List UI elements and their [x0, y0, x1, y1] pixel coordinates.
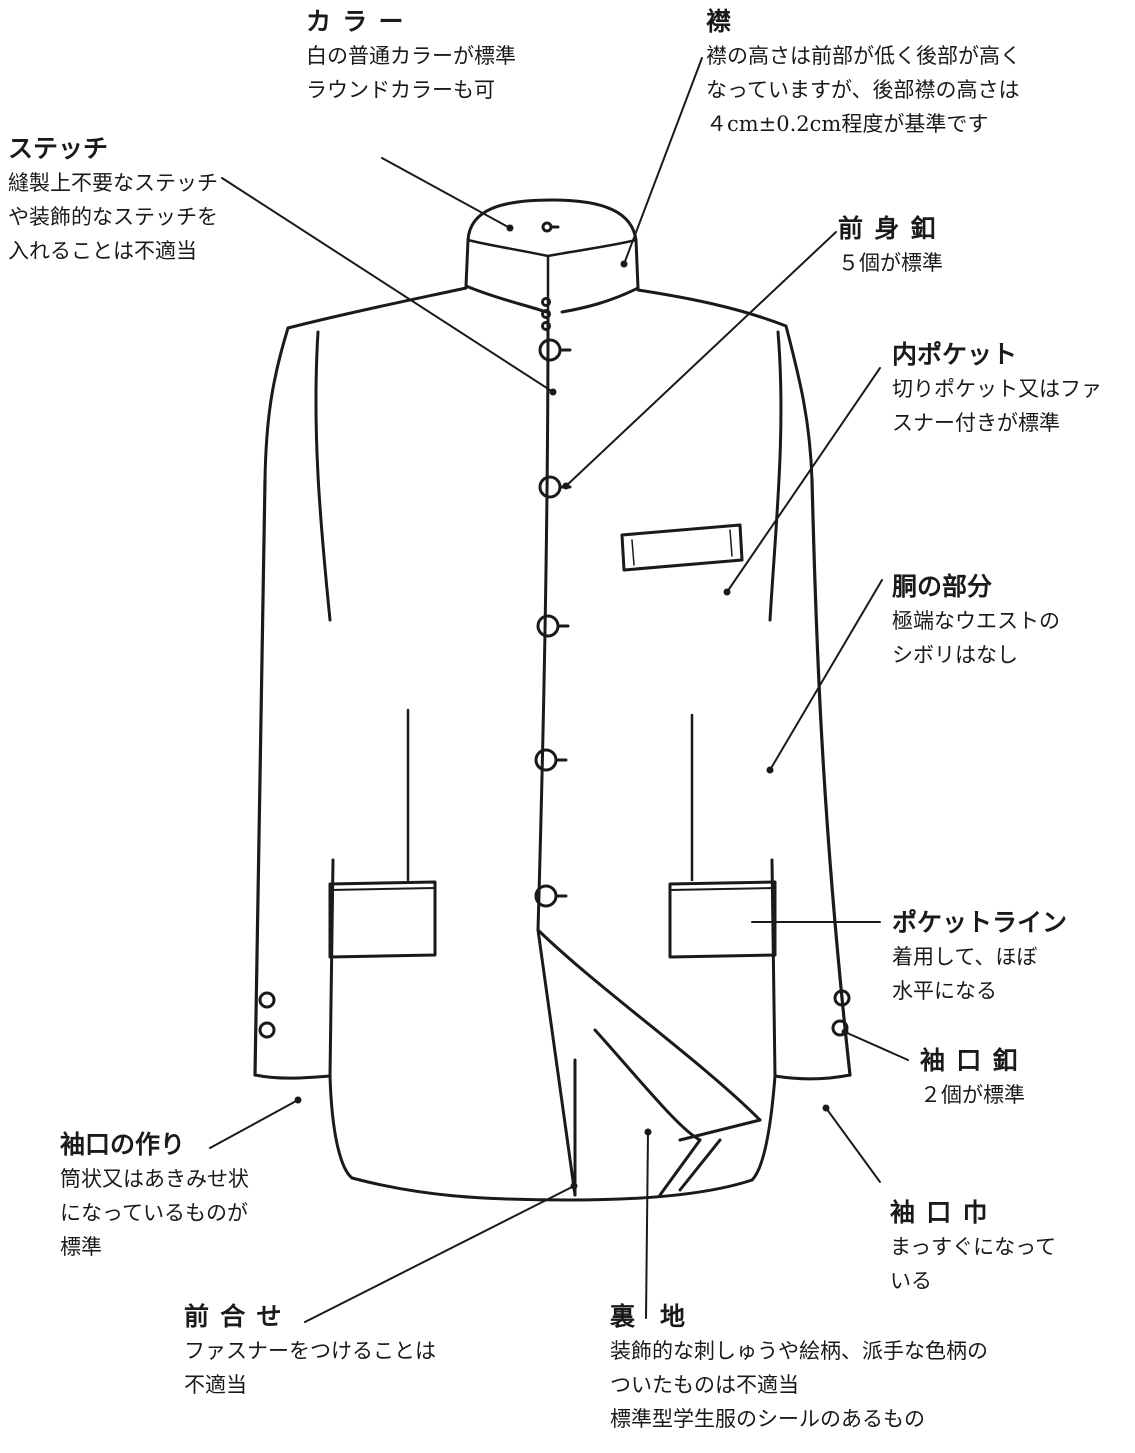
cuff-buttons: [258, 989, 851, 1039]
label-title: 袖口釦: [920, 1046, 1029, 1075]
label-text: まっすぐになって: [890, 1235, 1057, 1259]
label-inner-pocket: 内ポケット 切りポケット又はファ スナー付きが標準: [892, 338, 1102, 440]
label-title: カラー: [306, 7, 415, 36]
collar-drawing: [464, 198, 640, 331]
label-lining: 裏 地 装飾的な刺しゅうや絵柄、派手な色柄の ついたものは不適当 標準型学生服の…: [610, 1300, 988, 1436]
label-cuff-buttons: 袖口釦 ２個が標準: [920, 1044, 1029, 1112]
label-text: 縫製上不要なステッチ: [8, 171, 218, 195]
label-text: 極端なウエストの: [892, 609, 1060, 633]
chest-pocket: [620, 523, 744, 572]
label-front-closure: 前合せ ファスナーをつけることは 不適当: [184, 1300, 436, 1402]
label-title: 内ポケット: [892, 340, 1018, 369]
label-text: ファスナーをつけることは: [184, 1339, 436, 1363]
label-text: ４cm±0.2cm程度が基準です: [706, 112, 989, 136]
label-text: 着用して、ほぼ: [892, 945, 1038, 969]
label-text: 切りポケット又はファ: [892, 377, 1102, 401]
label-title: 襟: [706, 7, 732, 36]
label-text: や装飾的なステッチを: [8, 205, 218, 229]
label-text: ついたものは不適当: [610, 1373, 799, 1397]
label-front-buttons: 前身釦 ５個が標準: [838, 212, 947, 280]
label-title: 袖口巾: [890, 1198, 999, 1227]
label-text: 標準型学生服のシールのあるもの: [610, 1407, 925, 1431]
leader-dots: [294, 224, 849, 1190]
label-eri: 襟 襟の高さは前部が低く後部が高く なっていますが、後部襟の高さは ４cm±0.…: [706, 5, 1021, 141]
label-title: ポケットライン: [892, 908, 1068, 937]
label-text: いる: [890, 1269, 932, 1293]
leader-lines: [209, 57, 909, 1323]
label-title: 前身釦: [838, 214, 947, 243]
label-text: 筒状又はあきみせ状: [60, 1167, 249, 1191]
label-cuff-construction: 袖口の作り 筒状又はあきみせ状 になっているものが 標準: [60, 1128, 249, 1264]
label-text: になっているものが: [60, 1201, 248, 1225]
label-text: 不適当: [184, 1373, 247, 1397]
label-title: 前合せ: [184, 1302, 293, 1331]
label-text: ラウンドカラーも可: [306, 78, 495, 102]
label-title: 裏 地: [610, 1302, 686, 1331]
label-torso: 胴の部分 極端なウエストの シボリはなし: [892, 570, 1060, 672]
label-text: 襟の高さは前部が低く後部が高く: [706, 44, 1021, 68]
body-drawing: [253, 286, 852, 1202]
label-title: 袖口の作り: [60, 1130, 186, 1159]
label-text: ５個が標準: [838, 251, 943, 275]
label-title: 胴の部分: [892, 572, 993, 601]
label-cuff-width: 袖口巾 まっすぐになって いる: [890, 1196, 1056, 1298]
label-text: なっていますが、後部襟の高さは: [706, 78, 1020, 102]
hip-pockets: [328, 880, 777, 959]
label-text: ２個が標準: [920, 1083, 1025, 1107]
label-text: 水平になる: [892, 979, 997, 1003]
label-text: スナー付きが標準: [892, 411, 1060, 435]
label-text: 標準: [60, 1235, 102, 1259]
label-title: ステッチ: [8, 134, 109, 163]
label-text: シボリはなし: [892, 643, 1018, 667]
label-text: 白の普通カラーが標準: [306, 44, 516, 68]
label-text: 入れることは不適当: [8, 239, 197, 263]
label-collar: カラー 白の普通カラーが標準 ラウンドカラーも可: [306, 5, 516, 107]
label-text: 装飾的な刺しゅうや絵柄、派手な色柄の: [610, 1339, 988, 1363]
label-stitch: ステッチ 縫製上不要なステッチ や装飾的なステッチを 入れることは不適当: [8, 132, 218, 268]
label-pocket-line: ポケットライン 着用して、ほぼ 水平になる: [892, 906, 1067, 1008]
